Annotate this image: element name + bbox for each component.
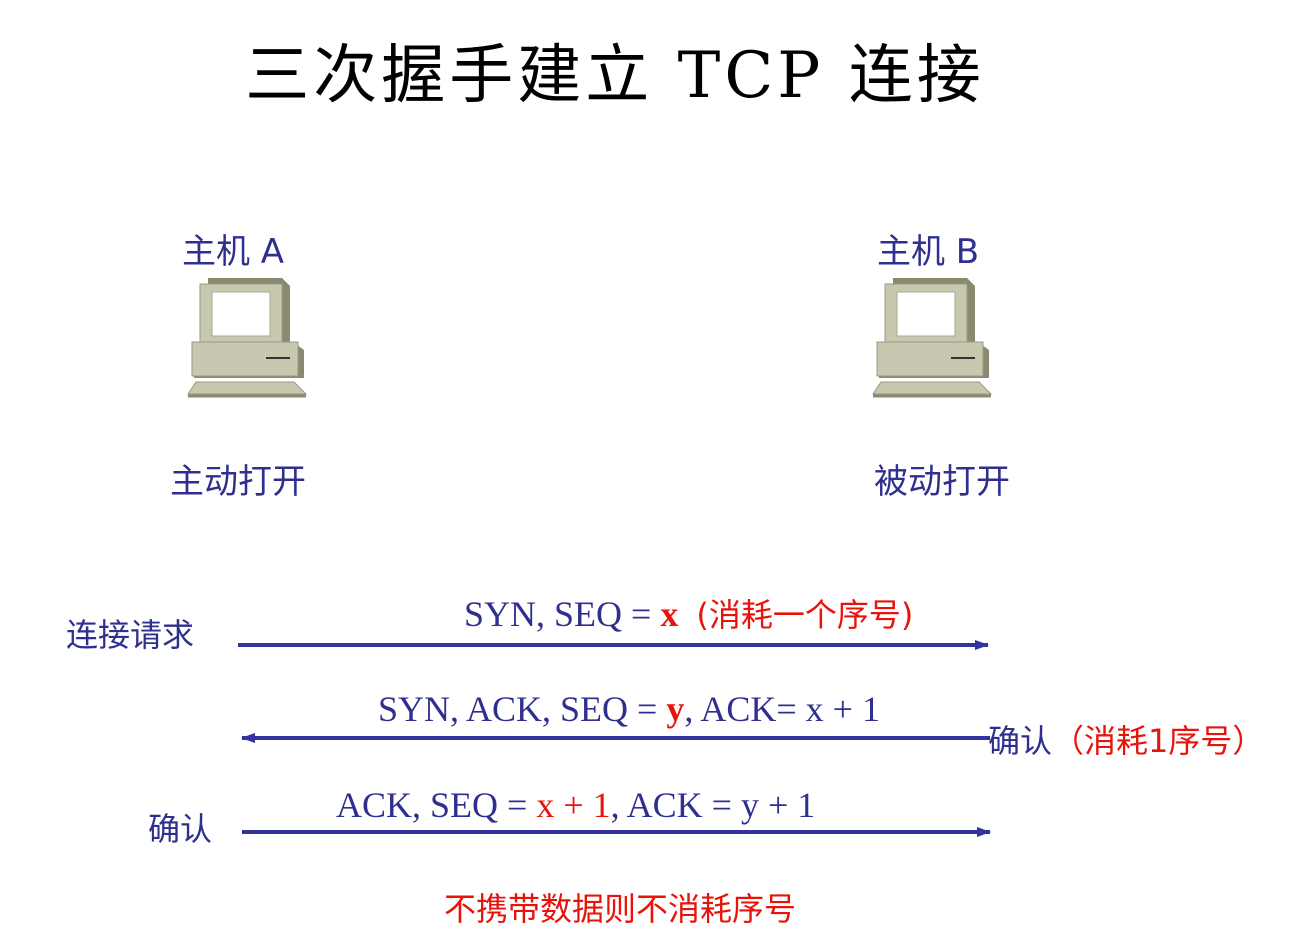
computer-b-icon (872, 278, 993, 398)
step3-msg-suffix: , ACK = y + 1 (610, 785, 816, 825)
step3-left-label: 确认 (148, 810, 213, 848)
host-b-mode: 被动打开 (874, 462, 1010, 502)
step2-msg-seq: y (666, 689, 685, 729)
step1-msg-note: (消耗一个序号) (696, 596, 914, 634)
computer-a-icon (187, 278, 308, 398)
diagram-title: 三次握手建立 TCP 连接 (245, 39, 985, 113)
step3-msg-seq: x + 1 (536, 785, 611, 825)
host-a-label: 主机 A (182, 232, 285, 272)
step2-right-label-text: 确认 (988, 722, 1053, 760)
step2-msg-prefix: SYN, ACK, SEQ = (378, 689, 667, 729)
footer-note: 不携带数据则不消耗序号 (444, 890, 797, 928)
step2-msg-suffix: , ACK= x + 1 (684, 689, 880, 729)
step2-message: SYN, ACK, SEQ = y, ACK= x + 1 (378, 688, 880, 730)
step3-message: ACK, SEQ = x + 1, ACK = y + 1 (336, 784, 815, 826)
step1-msg-prefix: SYN, SEQ = (464, 594, 661, 634)
host-b-label: 主机 B (877, 232, 980, 272)
host-a-mode: 主动打开 (170, 462, 306, 502)
step1-msg-seq: x (660, 594, 679, 634)
step1-left-label: 连接请求 (66, 616, 195, 654)
step2-right-label: 确认（消耗1序号） (988, 716, 1264, 762)
step2-right-note: （消耗1序号） (1052, 722, 1265, 760)
step1-message: SYN, SEQ = x (消耗一个序号) (464, 590, 913, 636)
step3-msg-prefix: ACK, SEQ = (336, 785, 537, 825)
